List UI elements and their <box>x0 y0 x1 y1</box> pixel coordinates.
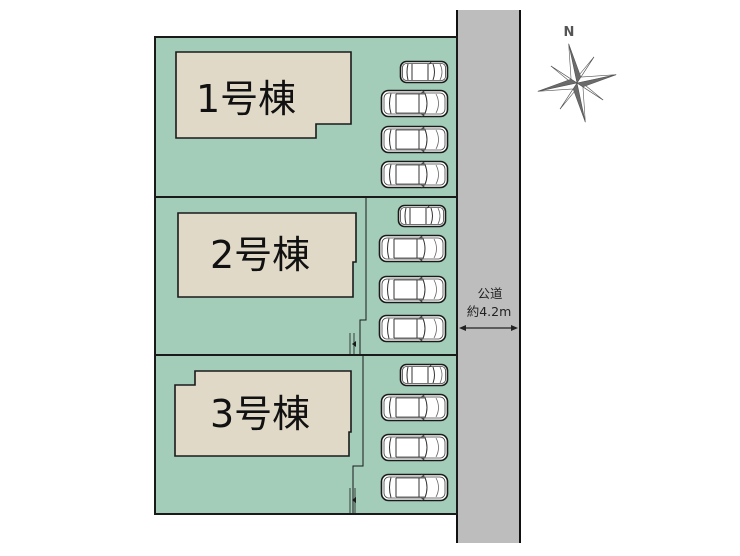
north-label: N <box>564 25 575 40</box>
building-2-label: 2号棟 <box>210 233 310 277</box>
arrow-left-icon <box>459 325 466 331</box>
car-icon <box>378 275 447 304</box>
car-icon <box>380 393 449 422</box>
car-icon <box>380 433 449 462</box>
car-icon <box>378 234 447 263</box>
car-icon <box>380 473 449 502</box>
car-icon <box>397 204 447 228</box>
road-width-annotation: 公道 約4.2m <box>459 286 518 331</box>
car-icon <box>378 314 447 343</box>
building-2: 2号棟 <box>177 212 357 298</box>
building-1: 1号棟 <box>175 51 352 139</box>
public-road <box>456 10 521 543</box>
arrow-right-icon <box>511 325 518 331</box>
compass-rose-icon <box>537 43 617 123</box>
building-3-label: 3号棟 <box>210 392 310 436</box>
car-icon <box>399 60 449 84</box>
car-icon <box>399 363 449 387</box>
building-3: 3号棟 <box>174 370 352 457</box>
road-label-line1: 公道 <box>477 286 503 301</box>
car-icon <box>380 160 449 189</box>
building-1-label: 1号棟 <box>196 77 296 121</box>
car-icon <box>380 125 449 154</box>
road-label-line2: 約4.2m <box>467 304 512 319</box>
car-icon <box>380 89 449 118</box>
